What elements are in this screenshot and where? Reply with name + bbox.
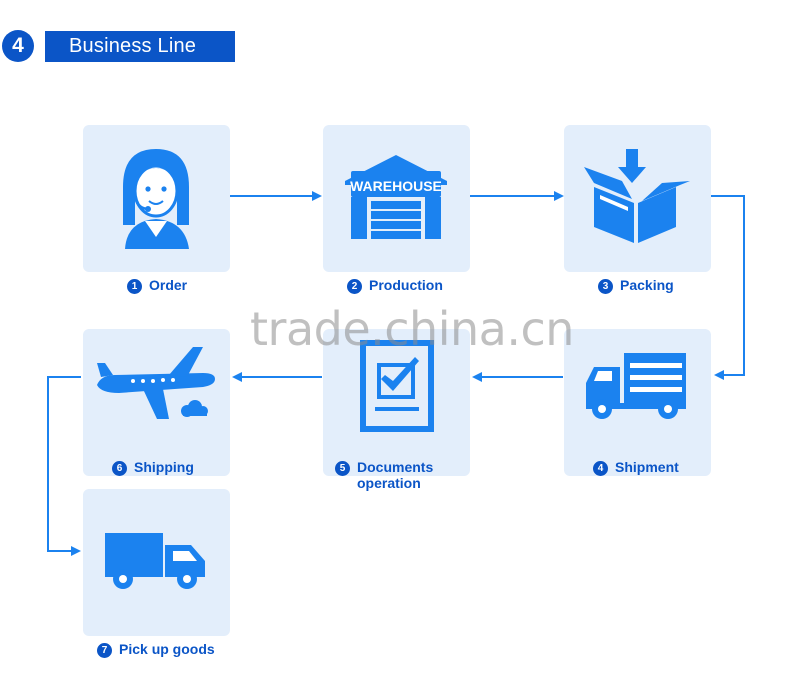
- step-number-badge: 7: [97, 643, 112, 658]
- step-card-documents-operation: [323, 329, 470, 476]
- step-number-badge: 2: [347, 279, 362, 294]
- step-number-badge: 3: [598, 279, 613, 294]
- section-number-badge: 4: [2, 30, 34, 62]
- step-number-badge: 4: [593, 461, 608, 476]
- section-title: Business Line: [45, 31, 235, 62]
- step-number-badge: 1: [127, 279, 142, 294]
- package-icon: [584, 149, 690, 243]
- step-number-badge: 6: [112, 461, 127, 476]
- step-card-packing: [564, 125, 711, 272]
- delivery-truck-icon: [586, 353, 686, 419]
- customer-service-icon: [123, 149, 189, 249]
- warehouse-icon: WAREHOUSE: [345, 155, 447, 239]
- step-card-shipping: [83, 329, 230, 476]
- warehouse-sign-text: WAREHOUSE: [350, 178, 442, 194]
- airplane-icon: [97, 347, 215, 419]
- step-card-production: WAREHOUSE: [323, 125, 470, 272]
- step-number-badge: 5: [335, 461, 350, 476]
- truck-icon: [105, 533, 205, 589]
- arrow-packing-to-shipment: [711, 195, 745, 380]
- arrow-shipping-to-pickup: [47, 376, 81, 556]
- watermark: trade.china.cn: [250, 302, 574, 356]
- step-card-shipment: [564, 329, 711, 476]
- step-card-order: [83, 125, 230, 272]
- checklist-icon: [360, 340, 434, 432]
- step-card-pick-up-goods: [83, 489, 230, 636]
